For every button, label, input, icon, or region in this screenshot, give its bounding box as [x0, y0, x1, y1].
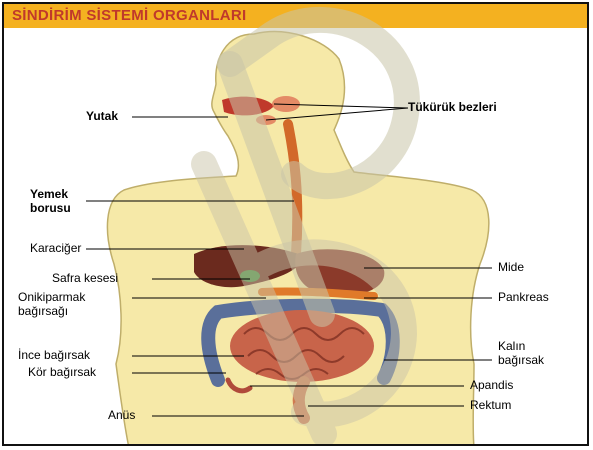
diagram-frame: SİNDİRİM SİSTEMİ ORGANLARI	[2, 2, 589, 446]
label-safra-kesesi: Safra kesesi	[52, 272, 118, 285]
label-bagirsak: bağırsak	[498, 354, 544, 367]
label-anus: Anüs	[108, 409, 135, 422]
label-yutak: Yutak	[86, 110, 118, 123]
label-mide: Mide	[498, 261, 524, 274]
label-kalin: Kalın	[498, 340, 525, 353]
label-rektum: Rektum	[470, 399, 511, 412]
label-bagirsagi: bağırsağı	[18, 305, 68, 318]
label-onikiparmak: Onikiparmak	[18, 291, 85, 304]
label-ince-bagirsak: İnce bağırsak	[18, 349, 90, 362]
label-tukuruk-bezleri: Tükürük bezleri	[408, 101, 497, 114]
label-borusu: borusu	[30, 202, 71, 215]
label-yemek: Yemek	[30, 188, 68, 201]
label-apandis: Apandis	[470, 379, 513, 392]
label-karaciger: Karaciğer	[30, 242, 81, 255]
label-pankreas: Pankreas	[498, 291, 549, 304]
label-kor-bagirsak: Kör bağırsak	[28, 366, 96, 379]
